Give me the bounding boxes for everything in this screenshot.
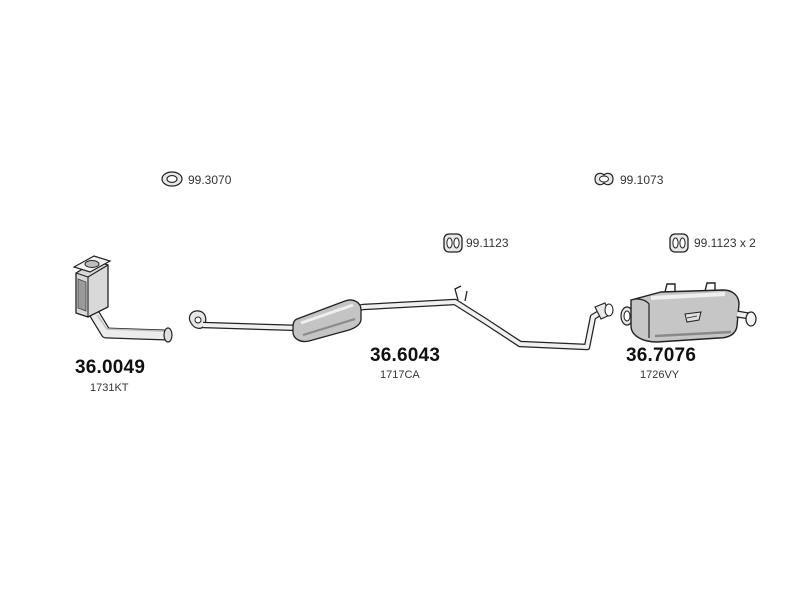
hanger-rear-label: 99.1123 x 2: [694, 236, 756, 250]
catalytic-converter-part-number: 36.0049: [75, 357, 146, 378]
ring-gasket-icon: [161, 171, 183, 187]
hanger-mid-label: 99.1123: [466, 236, 509, 250]
rear-silencer-drawing: [620, 282, 757, 343]
rear-silencer-code: 1726VY: [640, 369, 680, 381]
middle-pipe-drawing: [188, 285, 614, 351]
catalytic-converter-code: 1731KT: [90, 382, 129, 394]
clamp-gasket-icon: [594, 172, 614, 186]
rear-silencer-part-number: 36.7076: [626, 345, 697, 366]
rubber-hanger-icon: [443, 233, 463, 253]
middle-pipe-code: 1717CA: [380, 369, 420, 381]
middle-pipe-part-number: 36.6043: [370, 345, 441, 366]
ring-gasket-label: 99.3070: [188, 173, 232, 187]
rubber-hanger-icon: [669, 233, 689, 253]
catalytic-converter-drawing: [72, 255, 173, 343]
clamp-gasket-label: 99.1073: [620, 173, 664, 187]
